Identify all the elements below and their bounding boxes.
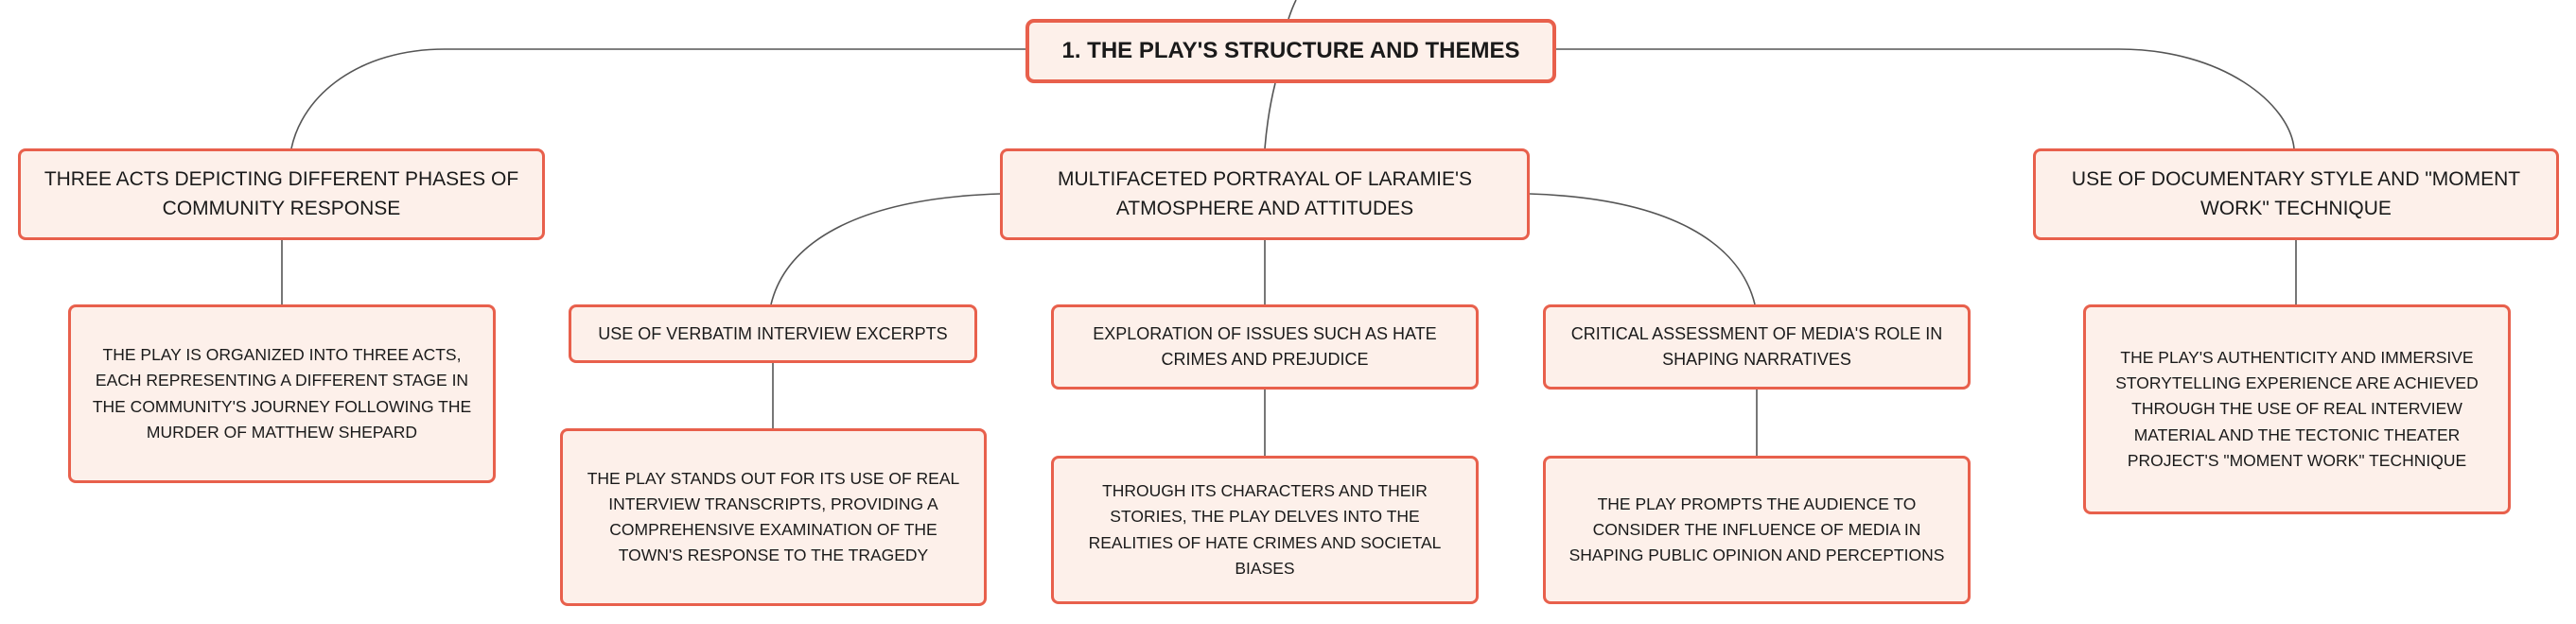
three-acts-detail-text: THE PLAY IS ORGANIZED INTO THREE ACTS, E… [92, 345, 472, 442]
hate-crimes-label: EXPLORATION OF ISSUES SUCH AS HATE CRIME… [1093, 324, 1437, 369]
documentary-detail-text: THE PLAY'S AUTHENTICITY AND IMMERSIVE ST… [2115, 348, 2479, 470]
branch-documentary-node[interactable]: USE OF DOCUMENTARY STYLE AND "MOMENT WOR… [2033, 148, 2559, 240]
connector-root-to-documentary [1556, 48, 2295, 149]
branch-laramie-node[interactable]: MULTIFACETED PORTRAYAL OF LARAMIE'S ATMO… [1000, 148, 1530, 240]
branch-documentary-label: USE OF DOCUMENTARY STYLE AND "MOMENT WOR… [2071, 168, 2521, 219]
root-topic-label: 1. THE PLAY'S STRUCTURE AND THEMES [1061, 38, 1520, 63]
verbatim-node[interactable]: USE OF VERBATIM INTERVIEW EXCERPTS [569, 304, 977, 363]
hate-crimes-node[interactable]: EXPLORATION OF ISSUES SUCH AS HATE CRIME… [1051, 304, 1479, 390]
hate-crimes-detail-node[interactable]: THROUGH ITS CHARACTERS AND THEIR STORIES… [1051, 456, 1479, 604]
branch-laramie-label: MULTIFACETED PORTRAYAL OF LARAMIE'S ATMO… [1057, 168, 1473, 219]
connector-laramie-to-verbatim [770, 193, 1001, 305]
connector-root-to-three-acts [290, 48, 1025, 149]
media-node[interactable]: CRITICAL ASSESSMENT OF MEDIA'S ROLE IN S… [1543, 304, 1971, 390]
connector-root-parent [1288, 0, 1297, 20]
media-detail-text: THE PLAY PROMPTS THE AUDIENCE TO CONSIDE… [1568, 494, 1945, 565]
three-acts-detail-node[interactable]: THE PLAY IS ORGANIZED INTO THREE ACTS, E… [68, 304, 496, 483]
documentary-detail-node[interactable]: THE PLAY'S AUTHENTICITY AND IMMERSIVE ST… [2083, 304, 2511, 514]
hate-crimes-detail-text: THROUGH ITS CHARACTERS AND THEIR STORIES… [1088, 481, 1442, 578]
verbatim-detail-text: THE PLAY STANDS OUT FOR ITS USE OF REAL … [587, 468, 960, 565]
verbatim-detail-node[interactable]: THE PLAY STANDS OUT FOR ITS USE OF REAL … [560, 428, 987, 606]
branch-three-acts-label: THREE ACTS DEPICTING DIFFERENT PHASES OF… [44, 168, 519, 219]
verbatim-label: USE OF VERBATIM INTERVIEW EXCERPTS [598, 323, 948, 343]
connector-laramie-to-media [1529, 193, 1756, 305]
connector-root-to-laramie [1264, 82, 1276, 149]
media-detail-node[interactable]: THE PLAY PROMPTS THE AUDIENCE TO CONSIDE… [1543, 456, 1971, 604]
media-label: CRITICAL ASSESSMENT OF MEDIA'S ROLE IN S… [1570, 324, 1943, 369]
branch-three-acts-node[interactable]: THREE ACTS DEPICTING DIFFERENT PHASES OF… [18, 148, 545, 240]
root-topic-node[interactable]: 1. THE PLAY'S STRUCTURE AND THEMES [1025, 19, 1556, 83]
